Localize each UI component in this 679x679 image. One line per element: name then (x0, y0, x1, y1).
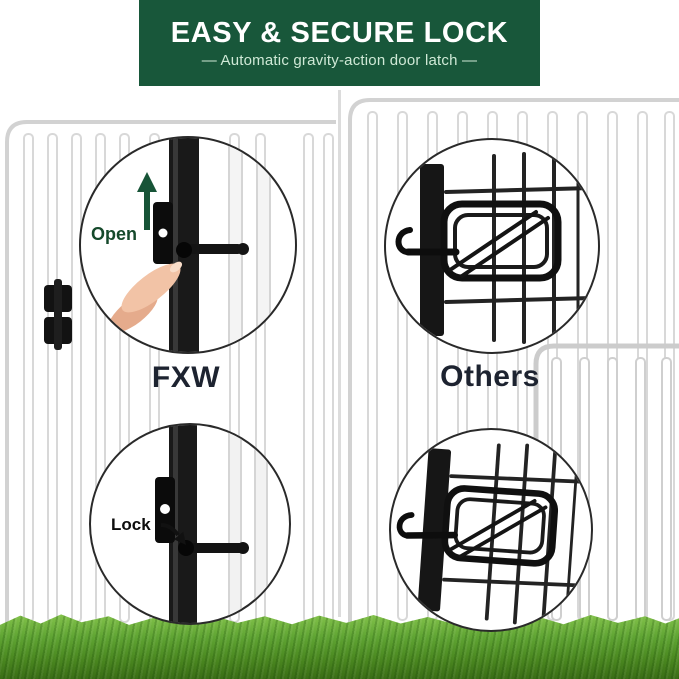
others-wire-clip-illustration (396, 443, 591, 625)
grass-strip (0, 614, 679, 679)
fxw-locked-latch-illustration (155, 425, 268, 623)
callout-others-top (384, 138, 600, 354)
banner-title: EASY & SECURE LOCK (170, 16, 509, 49)
open-label: Open (91, 224, 138, 244)
center-divider (338, 90, 341, 617)
finger-pointer (108, 261, 183, 333)
arrow-up-icon (137, 172, 157, 230)
wire-clip-latch (395, 152, 594, 344)
banner: EASY & SECURE LOCK — Automatic gravity-a… (139, 0, 540, 86)
lock-label: Lock (111, 515, 151, 534)
others-wire-clip-illustration (395, 152, 594, 344)
fxw-open-latch-illustration (108, 138, 271, 352)
fence-hinge (44, 279, 72, 350)
fxw-brand-label: FXW (151, 361, 221, 394)
fence-left-frame (5, 120, 336, 625)
wire-clip-latch (396, 443, 591, 625)
gravity-latch-open (153, 138, 249, 352)
callout-others-bottom (389, 428, 593, 632)
banner-subtitle: — Automatic gravity-action door latch — (201, 51, 478, 69)
callout-fxw-open: Open (79, 136, 297, 354)
others-brand-label: Others (440, 360, 540, 393)
gravity-latch-locked (155, 425, 249, 623)
fence-right-frame (348, 98, 679, 625)
callout-fxw-lock: Lock (89, 423, 291, 625)
gate-panel-bars (228, 425, 268, 623)
arrow-right-icon (160, 523, 186, 545)
